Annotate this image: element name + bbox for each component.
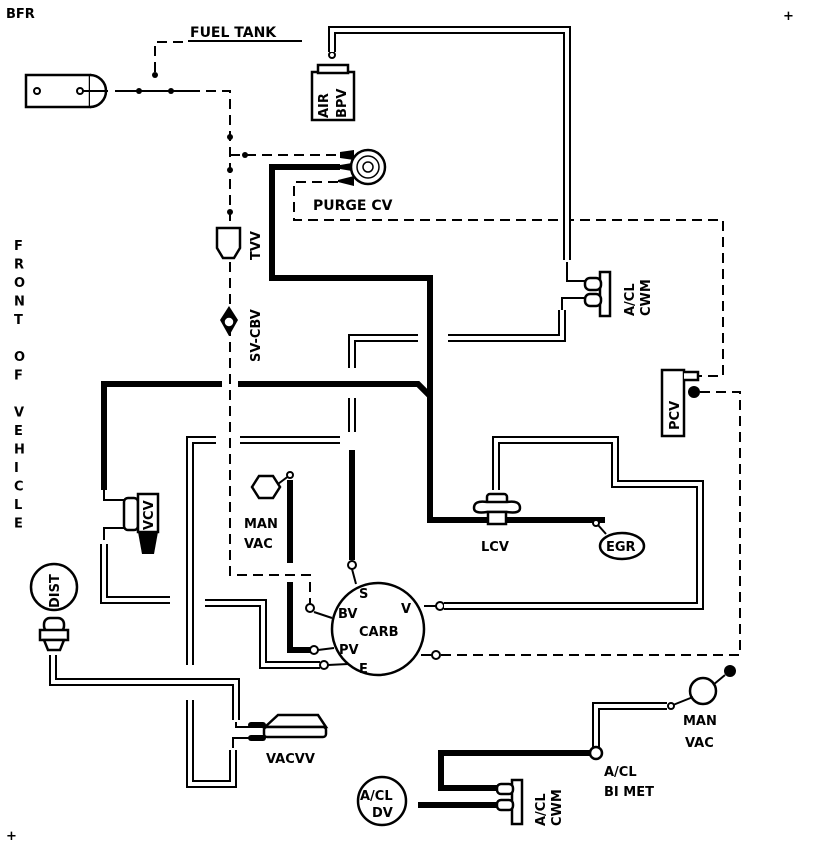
- vacvv-label: VACVV: [266, 752, 315, 767]
- hose-cwm-to-center: [448, 310, 566, 342]
- ac-cwm-top-label-1: A/CL: [623, 283, 638, 316]
- hose-left-vertical: [186, 436, 216, 665]
- front-of-vehicle-letter: E: [14, 424, 23, 439]
- hose-dist-to-vacvv: [49, 655, 240, 720]
- ac-delay-valve: [356, 775, 408, 827]
- ac-cwm-top-label-2: CWM: [639, 279, 654, 316]
- vacuum-control-valve: [103, 490, 160, 554]
- front-of-vehicle-letter: C: [14, 480, 24, 495]
- distributor: [29, 562, 79, 652]
- air-bpv-label-2: BPV: [335, 89, 350, 119]
- hose-fitting: [431, 650, 441, 660]
- hose-air-bpv-to-cwm: [328, 26, 571, 260]
- hose-canister-to-tvv: [190, 90, 231, 245]
- hose-purge-to-pcv: [293, 181, 724, 377]
- pcv-label: PCV: [668, 401, 683, 430]
- vacuum-vent-valve: [232, 713, 329, 748]
- carb-port-e: E: [359, 662, 368, 677]
- hose-fitting: [242, 152, 248, 158]
- ac-bimet-label-2: BI MET: [604, 785, 654, 800]
- hose-to-vcv: [101, 381, 222, 490]
- hose-fitting: [319, 660, 329, 670]
- carb-label: CARB: [359, 625, 399, 640]
- hose-fuel-tank: [154, 41, 188, 72]
- egr-valve: [598, 531, 646, 561]
- purge-control-valve: [338, 148, 387, 186]
- canister: [24, 73, 108, 109]
- hose-fitting: [136, 88, 142, 94]
- hose-fitting: [592, 519, 600, 527]
- hose-vacvv-lower: [186, 700, 237, 788]
- hose-fitting: [168, 88, 174, 94]
- hose-fitting: [305, 603, 315, 613]
- diagram-code: BFR: [6, 7, 35, 22]
- man-vac-left-label-2: VAC: [244, 537, 273, 552]
- hose-vcv-to-dist: [100, 544, 170, 604]
- manifold-vacuum-left: [250, 471, 294, 563]
- hose-purge-to-egr: [269, 164, 605, 523]
- carb-port-bv: BV: [338, 607, 357, 622]
- hose-fitting: [309, 645, 319, 655]
- ac-cwm-bottom-label-1: A/CL: [534, 793, 549, 826]
- hose-fitting: [435, 601, 445, 611]
- hose-tvv-to-carb: [229, 262, 311, 605]
- fuel-tank-label: FUEL TANK: [190, 25, 277, 41]
- lcv-label: LCV: [481, 540, 509, 555]
- man-vac-left-label-1: MAN: [244, 517, 278, 532]
- front-of-vehicle-letter: E: [14, 517, 23, 532]
- ac-cold-weather-modulator-bottom: [495, 778, 524, 826]
- ac-dv-label-2: DV: [372, 806, 393, 821]
- ac-dv-label-1: A/CL: [360, 789, 393, 804]
- front-of-vehicle-letter: F: [14, 369, 23, 384]
- hose-fitting: [227, 167, 233, 173]
- hose-fitting: [227, 134, 233, 140]
- man-vac-right-label-1: MAN: [683, 714, 717, 729]
- front-of-vehicle-letter: R: [14, 258, 24, 273]
- load-control-valve: [472, 492, 522, 526]
- thermal-vacuum-valve: [215, 226, 242, 260]
- hose-fitting: [152, 72, 158, 78]
- vcv-label: VCV: [142, 500, 157, 530]
- purge-cv-label: PURGE CV: [313, 198, 393, 214]
- hose-pv-port: [287, 582, 312, 653]
- front-of-vehicle-letter: T: [14, 313, 23, 328]
- hose-bimet-to-cwm: [438, 750, 590, 791]
- solenoid-canister-bypass-valve: [220, 306, 238, 336]
- front-of-vehicle-letter: F: [14, 239, 23, 254]
- hose-to-vcv-right: [238, 381, 433, 399]
- ac-cwm-bottom-label-2: CWM: [550, 789, 565, 826]
- carburetor: [313, 568, 440, 677]
- front-of-vehicle-letter: O: [14, 350, 25, 365]
- front-of-vehicle-letter: H: [14, 443, 25, 458]
- front-of-vehicle-letter: N: [14, 295, 25, 310]
- front-of-vehicle-letter: L: [14, 498, 22, 513]
- hose-fitting: [347, 560, 357, 570]
- pcv-valve: [660, 368, 700, 438]
- air-bypass-valve: [310, 51, 356, 122]
- registration-mark-top-right: +: [783, 9, 794, 24]
- ac-cold-weather-modulator-top: [561, 262, 612, 318]
- hose-pcv-to-carb: [440, 391, 741, 656]
- ac-bimetal-sensor: [588, 745, 604, 761]
- front-of-vehicle-letter: O: [14, 276, 25, 291]
- ac-bimet-label-1: A/CL: [604, 765, 637, 780]
- sv-cbv-label: SV-CBV: [249, 309, 264, 362]
- air-bpv-label-1: AIR: [317, 93, 332, 118]
- hose-man-vac-to-bimet: [592, 702, 667, 748]
- registration-mark-bottom-left: +: [6, 829, 17, 844]
- dist-label: DIST: [48, 574, 63, 608]
- manifold-vacuum-right: [667, 665, 736, 710]
- tvv-label: TVV: [249, 231, 264, 260]
- egr-label: EGR: [606, 540, 636, 555]
- man-vac-right-label-2: VAC: [685, 736, 714, 751]
- hose-fitting: [227, 209, 233, 215]
- carb-port-s: S: [359, 587, 368, 602]
- carb-port-v: V: [401, 602, 411, 617]
- front-of-vehicle-letter: V: [14, 406, 24, 421]
- carb-port-pv: PV: [339, 643, 359, 658]
- front-of-vehicle-letter: I: [14, 461, 19, 476]
